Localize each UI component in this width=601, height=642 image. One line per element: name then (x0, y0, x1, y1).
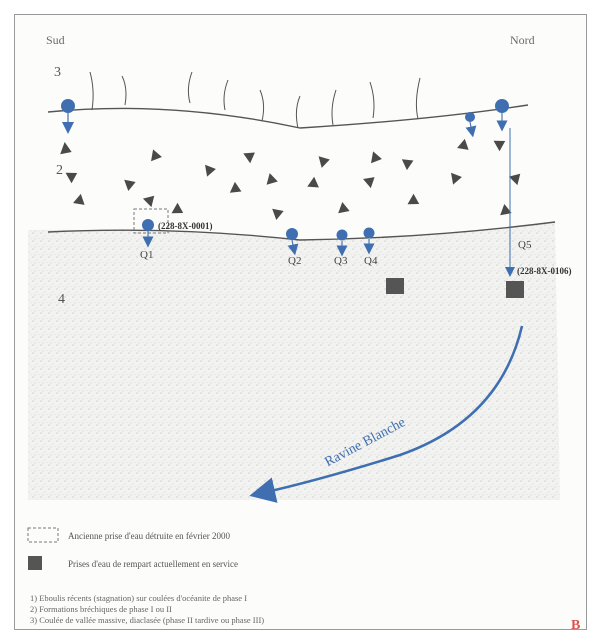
direction-north: Nord (510, 34, 535, 46)
spring-q4-label: Q4 (364, 256, 377, 267)
zone-2-label: 2 (56, 164, 63, 178)
spring-q2 (286, 228, 298, 240)
spring-q3 (337, 230, 348, 241)
current-intake-2 (506, 281, 524, 298)
spring-q2-label: Q2 (288, 256, 301, 267)
note-1: 1) Eboulis récents (stagnation) sur coul… (30, 593, 264, 604)
zone-4-label: 4 (58, 293, 65, 307)
spring-q5-code: (228-8X-0106) (517, 267, 572, 276)
note-2: 2) Formations bréchiques de phase I ou I… (30, 604, 264, 615)
zone-3-label: 3 (54, 66, 61, 80)
boundary-3-2 (48, 105, 528, 128)
legend-destroyed-intake-text: Ancienne prise d'eau détruite en février… (68, 532, 230, 541)
note-3: 3) Coulée de vallée massive, diaclasée (… (30, 615, 264, 626)
figure-letter: B (571, 618, 580, 634)
breccia-triangles (60, 136, 524, 220)
legend-current-intake-text: Prises d'eau de rempart actuellement en … (68, 560, 238, 569)
notes-list: 1) Eboulis récents (stagnation) sur coul… (30, 593, 264, 626)
current-intake-1 (386, 278, 404, 294)
spring-q4 (364, 228, 375, 239)
direction-south: Sud (46, 34, 65, 46)
spring-top-right (495, 99, 509, 113)
spring-q1-code: (228-8X-0001) (158, 222, 213, 231)
spring-q3-label: Q3 (334, 256, 347, 267)
spring-top-right-small (465, 112, 475, 122)
spring-q1-label: Q1 (140, 250, 153, 261)
legend-grey-square-symbol (28, 556, 42, 570)
spring-q5-label: Q5 (518, 240, 531, 251)
spring-q1 (142, 219, 154, 231)
spring-top-left (61, 99, 75, 113)
legend-dashed-box-symbol (28, 528, 58, 542)
